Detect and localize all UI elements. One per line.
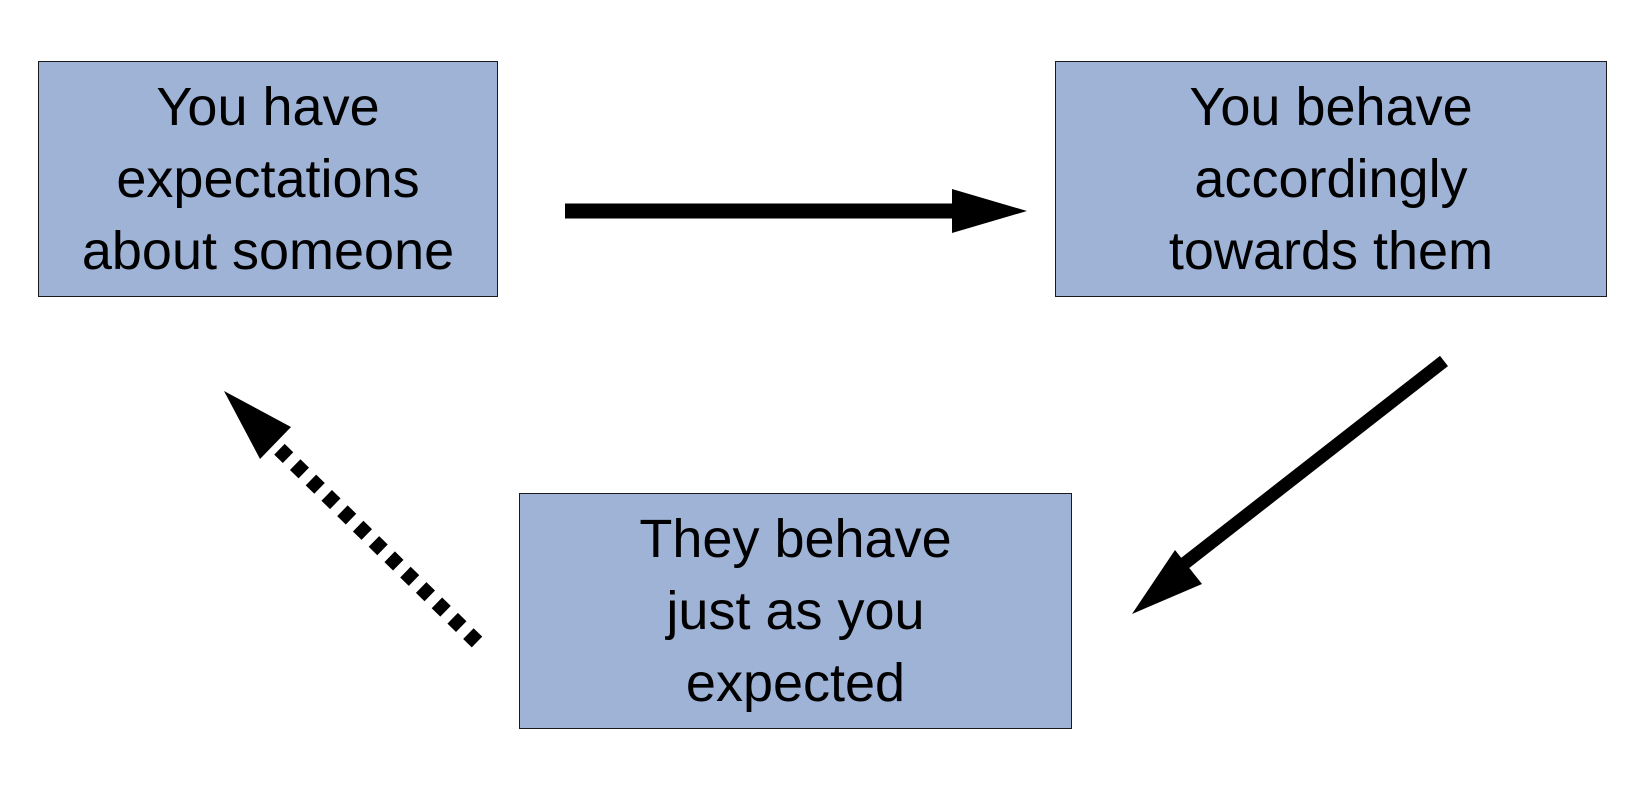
node-expectations-line-1: You have	[156, 77, 380, 137]
node-they-line-1: They behave	[639, 509, 952, 569]
arrow-they-to-expectations	[224, 391, 483, 648]
arrow-expectations-to-behave-head	[952, 189, 1027, 233]
node-behave-label: You behave accordingly towards them	[1056, 71, 1606, 287]
node-expectations-label: You have expectations about someone	[39, 71, 497, 287]
node-behave-line-1: You behave	[1189, 77, 1473, 137]
arrow-behave-to-they	[1132, 355, 1448, 614]
node-behave-line-3: towards them	[1168, 221, 1494, 281]
node-expectations: You have expectations about someone	[38, 61, 498, 297]
node-expectations-line-2: expectations	[116, 149, 420, 209]
node-they: They behave just as you expected	[519, 493, 1072, 729]
node-behave: You behave accordingly towards them	[1055, 61, 1607, 297]
node-behave-line-2: accordingly	[1194, 149, 1468, 209]
node-expectations-line-3: about someone	[81, 221, 455, 281]
node-they-line-2: just as you	[666, 581, 925, 641]
arrow-expectations-to-behave	[565, 189, 1027, 233]
arrow-they-to-expectations-head	[224, 391, 291, 459]
arrow-behave-to-they-shaft	[1176, 355, 1448, 573]
node-they-line-3: expected	[685, 653, 906, 713]
node-they-label: They behave just as you expected	[520, 503, 1071, 719]
arrow-behave-to-they-head	[1132, 550, 1202, 614]
arrow-they-to-expectations-shaft	[266, 436, 483, 648]
